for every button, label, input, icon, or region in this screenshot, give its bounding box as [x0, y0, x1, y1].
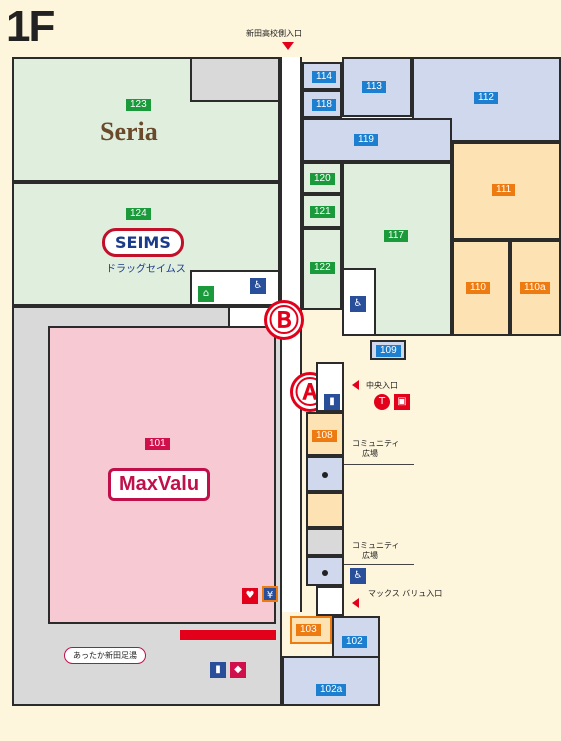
- maxvalu-entrance-arrow-icon: [352, 598, 359, 608]
- store-number: 101: [145, 438, 170, 450]
- central-entrance-label: 中央入口: [366, 381, 398, 390]
- exit-icon: ⌂: [198, 286, 214, 302]
- unit-number: 111: [492, 184, 516, 196]
- seria-logo: Seria: [100, 117, 158, 146]
- restroom-icon: ♿: [250, 278, 266, 294]
- seims-logo: SEIMS: [102, 228, 184, 257]
- unit-111[interactable]: 111: [452, 142, 561, 240]
- north-entrance-arrow-icon: [282, 42, 294, 50]
- restroom-icon: ♿: [350, 296, 366, 312]
- accessible-icon: ♿: [350, 568, 366, 584]
- unit-110a[interactable]: 110a: [510, 240, 561, 336]
- unit-108[interactable]: 108: [306, 412, 344, 456]
- unit-number: 117: [384, 230, 408, 242]
- ashiyu-bar: [180, 630, 276, 640]
- restroom-block: ♿: [342, 268, 376, 336]
- unit-number: 113: [362, 81, 386, 93]
- marker-b: Ⓑ: [264, 300, 304, 340]
- seims-sub: ドラッグセイムス: [106, 264, 186, 275]
- community-door: [306, 456, 344, 492]
- unit-gray: [306, 528, 344, 556]
- unit-number: 122: [310, 262, 335, 274]
- bus-stop-icon: T: [374, 394, 390, 410]
- unit-114[interactable]: 114: [302, 62, 342, 90]
- unit-number: 120: [310, 173, 335, 185]
- community-label-1a: コミュニティ: [352, 439, 400, 448]
- community-label-2b: 広場: [362, 551, 378, 560]
- restroom-area: ⌂ ♿: [190, 270, 280, 306]
- central-entrance-arrow-icon: [352, 380, 359, 390]
- unit-number: 108: [312, 430, 337, 442]
- store-number: 123: [126, 99, 151, 111]
- unit-103[interactable]: 103: [290, 616, 332, 644]
- unit-number: 114: [312, 71, 336, 83]
- door-icon: [322, 472, 328, 478]
- unit-113[interactable]: 113: [342, 57, 412, 117]
- unit-number: 103: [296, 624, 321, 636]
- ashiyu-label: あったか新田足湯: [64, 647, 146, 664]
- unit-110[interactable]: 110: [452, 240, 510, 336]
- door-icon: [322, 570, 328, 576]
- unit-120[interactable]: 120: [302, 162, 342, 194]
- unit-number: 118: [312, 99, 336, 111]
- unit-number: 102: [342, 636, 367, 648]
- elevator-icon: ▮: [210, 662, 226, 678]
- unit-122[interactable]: 122: [302, 228, 342, 310]
- unit-orange-empty: [306, 492, 344, 528]
- unit-number: 110a: [520, 282, 550, 294]
- unit-102a[interactable]: 102a: [282, 656, 380, 706]
- storage: [190, 57, 280, 102]
- maxvalu-logo: MaxValu: [108, 468, 211, 501]
- unit-121[interactable]: 121: [302, 194, 342, 228]
- community-door-2: [306, 556, 344, 586]
- community-line-2: [344, 564, 414, 565]
- heart-icon: ♥: [242, 588, 258, 604]
- atm-icon: ¥: [262, 586, 278, 602]
- unit-119[interactable]: 119: [302, 118, 452, 162]
- unit-upper: ▮: [316, 362, 344, 412]
- taxi-icon: ▣: [394, 394, 410, 410]
- maxvalu-entrance-label: マックス バリュ入口: [368, 589, 443, 598]
- store-number: 124: [126, 208, 151, 220]
- community-label-1b: 広場: [362, 449, 378, 458]
- unit-number: 119: [354, 134, 378, 146]
- unit-number: 102a: [316, 684, 347, 696]
- unit-number: 109: [376, 345, 401, 357]
- unit-white-lower: [316, 586, 344, 616]
- unit-number: 112: [474, 92, 498, 104]
- north-entrance-label: 新田高校側入口: [246, 29, 302, 38]
- community-label-2a: コミュニティ: [352, 541, 400, 550]
- restroom-icon: ◆: [230, 662, 246, 678]
- store-maxvalu[interactable]: 101 MaxValu: [48, 326, 276, 624]
- floor-label: 1F: [6, 2, 55, 51]
- unit-118[interactable]: 118: [302, 90, 342, 118]
- unit-number: 110: [466, 282, 490, 294]
- unit-number: 121: [310, 206, 335, 218]
- unit-109[interactable]: 109: [370, 340, 406, 360]
- community-line-1: [344, 464, 414, 465]
- elevator-icon: ▮: [324, 394, 340, 410]
